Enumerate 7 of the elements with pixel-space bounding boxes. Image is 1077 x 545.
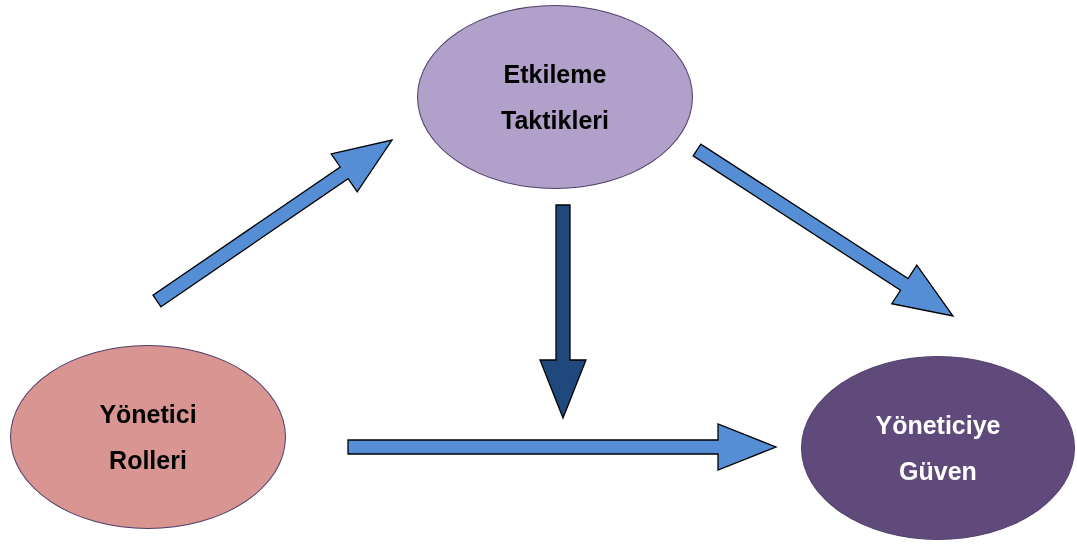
- block-arrow: [692, 143, 955, 317]
- node-label: Yönetici Rolleri: [98, 399, 198, 476]
- node-label: Etkileme Taktikleri: [500, 59, 610, 136]
- block-arrow: [347, 423, 778, 471]
- node-label: Yöneticiye Güven: [874, 410, 1002, 487]
- block-arrow: [539, 204, 587, 420]
- block-arrow: [152, 139, 394, 308]
